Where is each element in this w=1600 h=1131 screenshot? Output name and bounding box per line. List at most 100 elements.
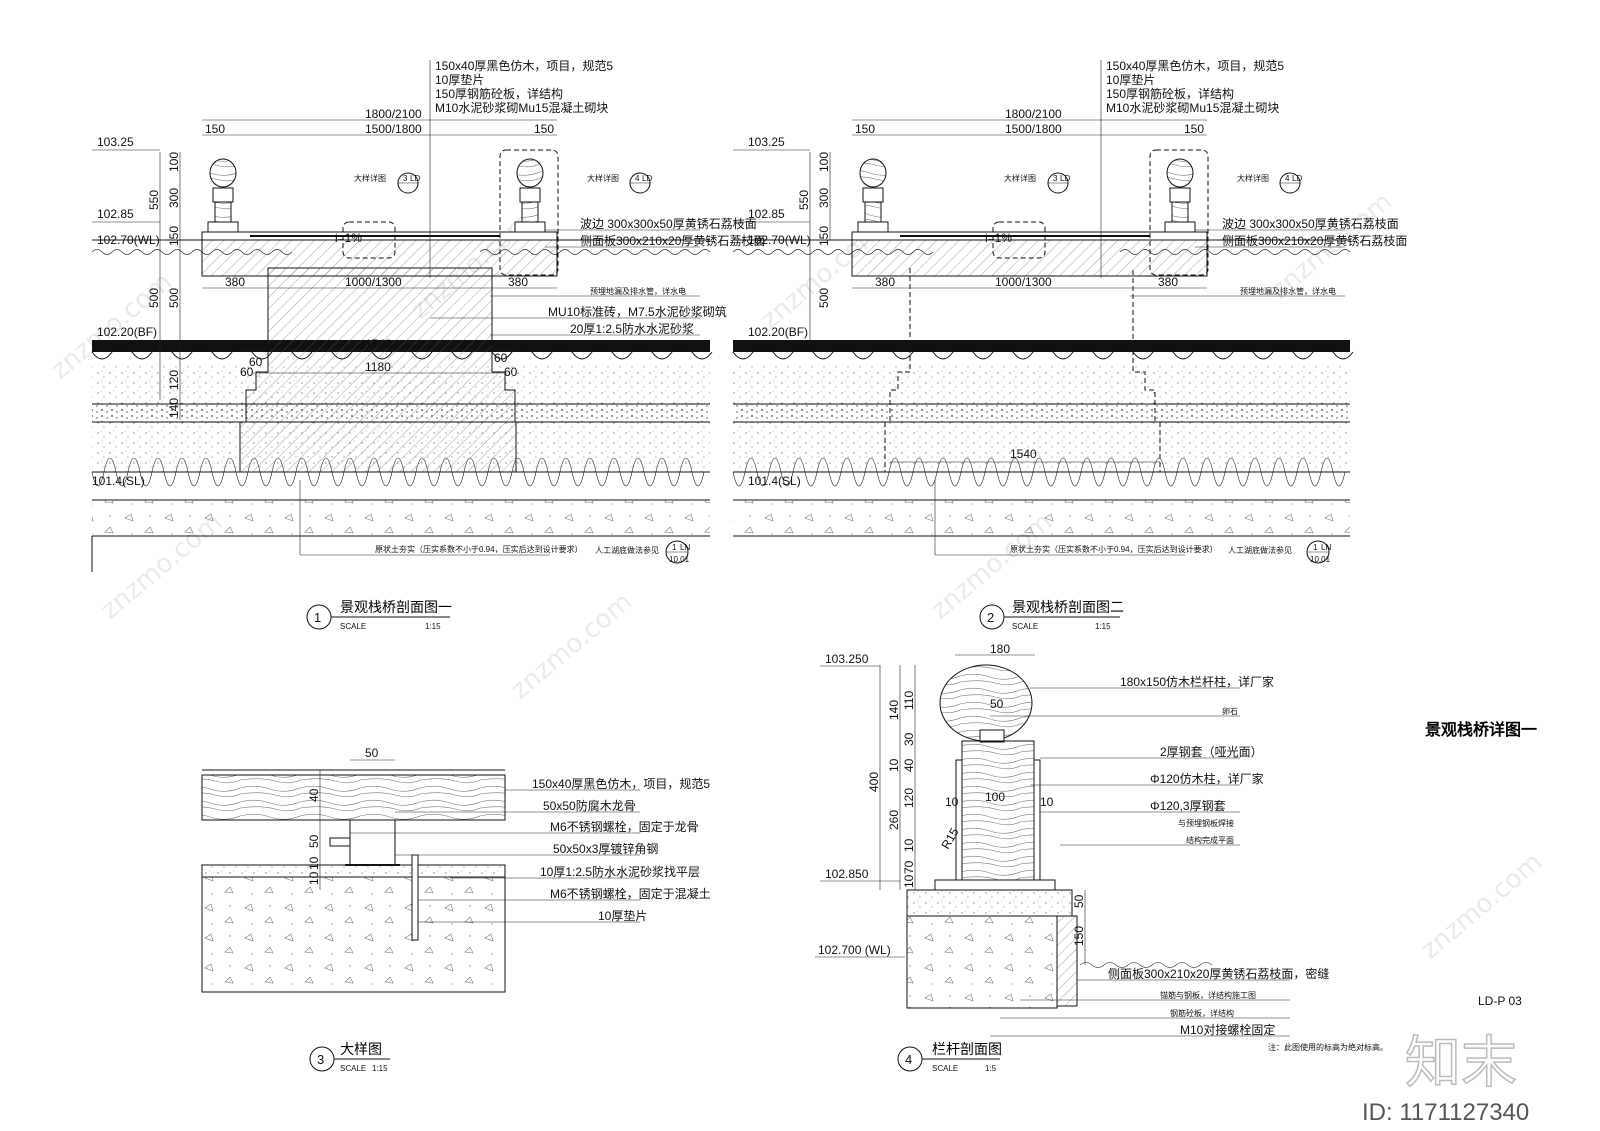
- section-1: 1800/2100 150 1500/1800 150 380 1000/130…: [91, 58, 765, 631]
- s1-ref-left-label: 大样详图: [354, 173, 386, 183]
- s1-callout-7: 20厚1:2.5防水水泥砂浆: [570, 321, 694, 336]
- s2-dim-edge-r: 150: [1184, 122, 1204, 136]
- s4-dim-10a: 10: [887, 758, 901, 772]
- s1-title: 景观栈桥剖面图一: [340, 600, 452, 616]
- s1-elev-bf: 102.20(BF): [97, 325, 157, 339]
- s1-v-150: 150: [167, 226, 181, 246]
- s4-callout-2: 2厚钢套（哑光面）: [1160, 745, 1263, 759]
- s4-scale-label: SCALE: [932, 1064, 958, 1073]
- s4-dim-10c: 10: [902, 874, 916, 888]
- s1-ref-left-num: 3: [403, 174, 408, 183]
- s4-dim-180: 180: [990, 642, 1010, 656]
- s4-callout-10: M10对接螺栓固定: [1180, 1022, 1275, 1037]
- s4-dim-50: 50: [990, 697, 1004, 711]
- watermark-4: znzmo.com: [505, 587, 638, 705]
- s1-scale-label: SCALE: [340, 622, 366, 631]
- s2-callout-1: 10厚垫片: [1106, 72, 1155, 87]
- s4-dim-260: 260: [887, 810, 901, 830]
- s2-ref-bot-label: 人工湖底做法参见: [1228, 545, 1292, 555]
- s4-elev-102.850: 102.850: [825, 867, 869, 881]
- s4-dim-400: 400: [867, 772, 881, 792]
- s1-v-550: 550: [147, 190, 161, 210]
- s1-dim-edge-r: 150: [534, 122, 554, 136]
- s1-elev-102.85: 102.85: [97, 207, 134, 221]
- s1-ref-bot-label: 人工湖底做法参见: [595, 545, 659, 555]
- s3-dim-40: 40: [307, 788, 321, 802]
- s1-elev-103.25: 103.25: [97, 135, 134, 149]
- s4-elev-103.250: 103.250: [825, 652, 869, 666]
- s1-dim-edge-l: 150: [205, 122, 225, 136]
- s3-dim-10b: 10: [307, 871, 321, 885]
- s2-v-500: 500: [817, 288, 831, 308]
- s1-dim-60d: 60: [504, 365, 518, 379]
- s2-v-150: 150: [817, 226, 831, 246]
- s2-ref-bot-page: 10.01: [1310, 555, 1331, 564]
- s1-dim-1180: 1180: [365, 360, 391, 374]
- s3-dim-50: 50: [365, 746, 379, 760]
- s4-callout-8: 锚筋与钢板，详结构施工图: [1160, 990, 1256, 1000]
- s3-scale-value: 1:15: [372, 1064, 388, 1073]
- s2-ref-right-label: 大样详图: [1237, 173, 1269, 183]
- s1-ref-bot-page: 10.01: [669, 555, 690, 564]
- s1-v-500b: 500: [167, 288, 181, 308]
- s2-elev-102.85: 102.85: [748, 207, 785, 221]
- s4-callout-1: 卵石: [1222, 706, 1238, 716]
- s1-ref-right-num: 4: [635, 174, 640, 183]
- s3-callout-4: 10厚1:2.5防水水泥砂浆找平层: [540, 864, 700, 879]
- brand-watermark: 知末: [1405, 1031, 1517, 1096]
- section-4: 180 50 100 10 10 R15 400 140 110 30 40 1…: [815, 642, 1329, 1073]
- s2-railing-post-right: [1149, 149, 1209, 276]
- watermark-8: znzmo.com: [1415, 847, 1548, 965]
- s2-dim-total: 1800/2100: [1005, 107, 1062, 121]
- s2-callout-5: 侧面板300x210x20厚黄锈石荔枝面: [1222, 233, 1407, 248]
- railing-post-right: [499, 149, 559, 276]
- s4-scale-value: 1:5: [985, 1064, 997, 1073]
- s1-v-140: 140: [167, 398, 181, 418]
- s2-railing-post-left: [857, 158, 889, 233]
- s2-slope: i=1%: [985, 231, 1012, 245]
- s1-callout-6: MU10标准砖，M7.5水泥砂浆砌筑: [548, 304, 727, 319]
- s2-callout-3: M10水泥砂浆砌Mu15混凝土砌块: [1106, 100, 1279, 115]
- s4-callout-3: Φ120仿木柱，详厂家: [1150, 771, 1264, 786]
- s4-callout-9: 钢筋砼板，详结构: [1170, 1008, 1234, 1018]
- s2-elev-sl: 101.4(SL): [748, 474, 801, 488]
- s4-callout-5: 与预埋钢板焊接: [1178, 818, 1234, 828]
- s2-ref-right-sheet: LD: [1292, 174, 1302, 183]
- s1-ref-right-sheet: LD: [642, 174, 652, 183]
- sheet-number: LD-P 03: [1478, 994, 1522, 1008]
- s4-dim-150: 150: [1072, 926, 1086, 946]
- sheet-note: 注：此图使用的标高为绝对标高。: [1268, 1042, 1388, 1052]
- s4-dim-50b: 50: [1072, 894, 1086, 908]
- s2-v-100: 100: [817, 152, 831, 172]
- s1-dim-inner: 1500/1800: [365, 122, 422, 136]
- s1-elev-sl: 101.4(SL): [92, 474, 145, 488]
- s3-dim-50b: 50: [307, 834, 321, 848]
- s4-callout-0: 180x150仿木栏杆柱，详厂家: [1120, 674, 1274, 689]
- s4-callout-7: 侧面板300x210x20厚黄锈石荔枝面，密缝: [1108, 966, 1329, 981]
- s2-ref-right-num: 4: [1285, 174, 1290, 183]
- s1-bottom-note: 原状土夯实（压实系数不小于0.94，压实后达到设计要求）: [375, 544, 583, 554]
- s1-elev-wl: 102.70(WL): [97, 233, 160, 247]
- sheet-title: 景观栈桥详图一: [1425, 720, 1537, 739]
- s1-dim-60b: 60: [240, 365, 254, 379]
- s1-callout-0: 150x40厚黑色仿木，项目，规范5: [435, 58, 613, 73]
- s1-v-120: 120: [167, 370, 181, 390]
- s2-title-num: 2: [987, 610, 994, 625]
- s2-dim-380l: 380: [875, 275, 895, 289]
- s3-scale-label: SCALE: [340, 1064, 366, 1073]
- s1-ref-right-label: 大样详图: [587, 173, 619, 183]
- s1-ref-bot-num: 1: [672, 543, 677, 552]
- s3-callout-5: M6不锈钢螺栓，固定于混凝土: [550, 886, 711, 901]
- s1-dim-60a: 60: [249, 355, 263, 369]
- s1-ref-left-sheet: LD: [410, 174, 420, 183]
- s2-callout-0: 150x40厚黑色仿木，项目，规范5: [1106, 58, 1284, 73]
- s2-dim-inner: 1500/1800: [1005, 122, 1062, 136]
- s2-title: 景观栈桥剖面图二: [1012, 600, 1124, 616]
- s3-callout-1: 50x50防腐木龙骨: [543, 798, 636, 813]
- s2-v-550: 550: [797, 190, 811, 210]
- s2-dim-1000: 1000/1300: [995, 275, 1052, 289]
- s2-scale-label: SCALE: [1012, 622, 1038, 631]
- s1-v-300: 300: [167, 188, 181, 208]
- s4-dim-10a: 10: [945, 795, 959, 809]
- s2-ref-left-num: 3: [1053, 174, 1058, 183]
